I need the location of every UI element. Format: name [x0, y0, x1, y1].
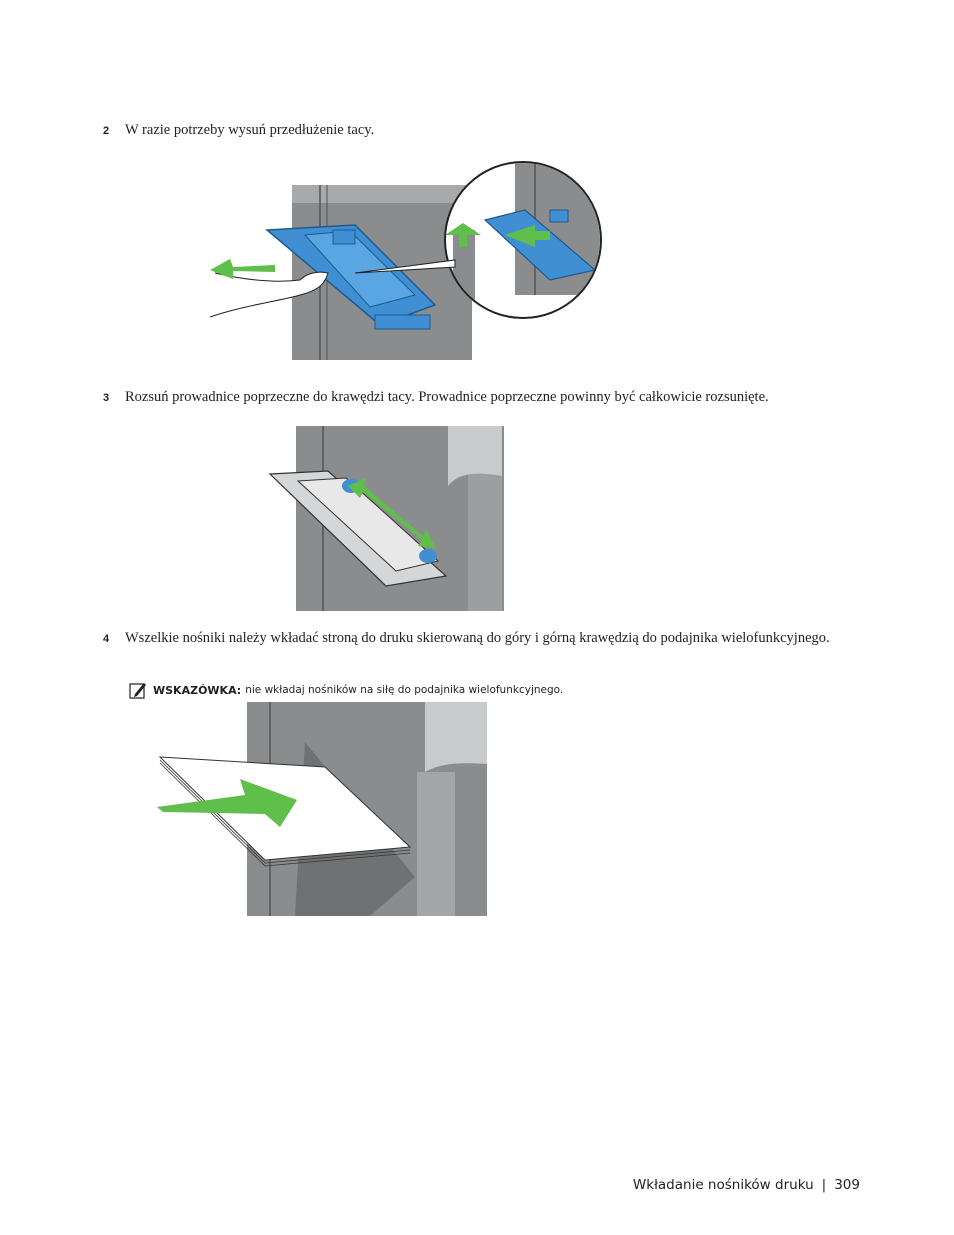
footer-section-title: Wkładanie nośników druku	[632, 1177, 814, 1193]
illustration-load-media	[157, 702, 487, 916]
page-footer: Wkładanie nośników druku | 309	[633, 1177, 860, 1193]
note-text: nie wkładaj nośników na siłę do podajnik…	[245, 684, 564, 696]
illustration-side-guides	[268, 426, 504, 611]
note: WSKAZÓWKA: nie wkładaj nośników na siłę …	[129, 680, 563, 700]
step-text: W razie potrzeby wysuń przedłużenie tacy…	[125, 122, 375, 138]
step-number: 2	[103, 125, 110, 137]
step-number: 4	[103, 633, 110, 645]
footer-separator: |	[821, 1177, 827, 1193]
step-text: Rozsuń prowadnice poprzeczne do krawędzi…	[125, 389, 769, 405]
step-text: Wszelkie nośniki należy wkładać stroną d…	[125, 630, 830, 646]
step-number: 3	[103, 392, 110, 404]
pencil-note-icon	[129, 683, 146, 699]
illustration-tray-extension	[209, 161, 602, 360]
note-label: WSKAZÓWKA:	[153, 683, 242, 697]
page-number: 309	[834, 1177, 860, 1193]
